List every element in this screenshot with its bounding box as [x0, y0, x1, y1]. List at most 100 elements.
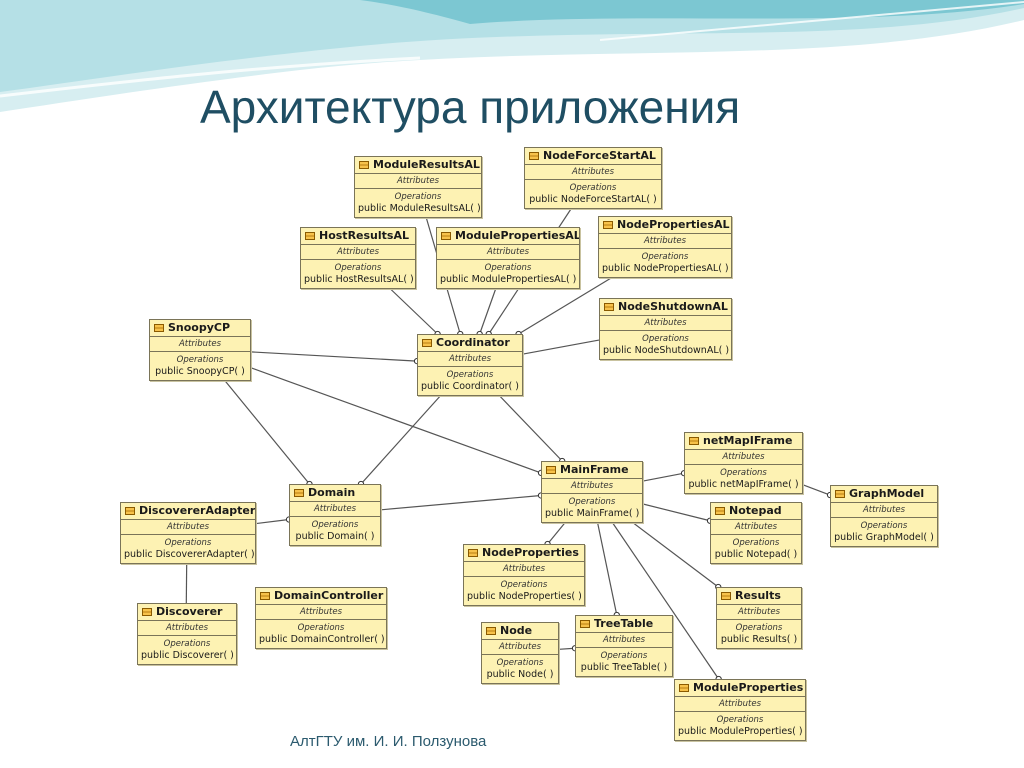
class-name: Results: [735, 589, 781, 602]
attributes-compartment: Attributes: [675, 697, 805, 712]
class-name: GraphModel: [849, 487, 925, 500]
attributes-compartment: Attributes: [138, 621, 236, 636]
association-line-domain-to-main-frame: [378, 494, 542, 511]
page-title: Архитектура приложения: [200, 81, 741, 133]
association-line-node-to-tree-table: [556, 647, 576, 651]
class-header: DiscovererAdapter: [121, 503, 255, 520]
constructor-operation: public DiscovererAdapter( ): [124, 549, 255, 560]
operations-label: Operations: [446, 370, 494, 380]
operations-label: Operations: [394, 192, 442, 202]
constructor-operation: public Node( ): [486, 669, 554, 680]
operations-label: Operations: [297, 623, 345, 633]
class-header: Results: [717, 588, 801, 605]
operations-label: Operations: [164, 538, 212, 548]
class-icon: [305, 232, 315, 240]
class-icon: [468, 549, 478, 557]
class-name: SnoopyCP: [168, 321, 231, 334]
attributes-compartment: Attributes: [301, 245, 415, 260]
class-name: NodeProperties: [482, 546, 579, 559]
attributes-compartment: Attributes: [437, 245, 579, 260]
class-icon: [142, 608, 152, 616]
class-name: NodeShutdownAL: [618, 300, 728, 313]
attributes-compartment: Attributes: [685, 450, 802, 465]
class-name: Notepad: [729, 504, 782, 517]
attributes-compartment: Attributes: [711, 520, 801, 535]
association-line-module-properties-al-to-coordinator: [479, 286, 497, 335]
class-name: MainFrame: [560, 463, 629, 476]
class-header: DomainController: [256, 588, 386, 605]
attributes-compartment: Attributes: [717, 605, 801, 620]
constructor-operation: public Results( ): [720, 634, 798, 645]
class-icon: [294, 489, 304, 497]
attributes-compartment: Attributes: [525, 165, 661, 180]
class-icon: [546, 466, 556, 474]
class-name: Discoverer: [156, 605, 223, 618]
attributes-compartment: Attributes: [150, 337, 250, 352]
class-name: ModuleResultsAL: [373, 158, 480, 171]
class-name: netMapIFrame: [703, 434, 793, 447]
class-header: SnoopyCP: [150, 320, 250, 337]
constructor-operation: public Notepad( ): [714, 549, 798, 560]
constructor-operation: public NodeProperties( ): [467, 591, 582, 602]
constructor-operation: public MainFrame( ): [545, 508, 640, 519]
class-name: TreeTable: [594, 617, 654, 630]
attributes-compartment: Attributes: [542, 479, 642, 494]
operations-label: Operations: [311, 520, 359, 530]
class-header: Domain: [290, 485, 380, 502]
class-icon: [603, 221, 613, 229]
class-name: NodePropertiesAL: [617, 218, 730, 231]
class-header: NodeShutdownAL: [600, 299, 731, 316]
association-line-discoverer-adapter-to-domain: [253, 518, 290, 525]
class-header: NodeForceStartAL: [525, 148, 661, 165]
association-line-main-frame-to-tree-table: [596, 520, 618, 616]
class-icon: [486, 627, 496, 635]
operations-label: Operations: [496, 658, 544, 668]
class-header: ModuleResultsAL: [355, 157, 481, 174]
constructor-operation: public ModuleResultsAL( ): [358, 203, 481, 214]
constructor-operation: public ModuleProperties( ): [678, 726, 803, 737]
class-header: Coordinator: [418, 335, 522, 352]
class-header: Notepad: [711, 503, 801, 520]
constructor-operation: public DomainController( ): [259, 634, 385, 645]
header-wave-decoration: [0, 0, 1024, 112]
class-name: NodeForceStartAL: [543, 149, 656, 162]
operations-label: Operations: [569, 183, 617, 193]
association-line-main-frame-to-net-map-i-frame: [640, 472, 685, 483]
operations-label: Operations: [568, 497, 616, 507]
class-header: NodeProperties: [464, 545, 584, 562]
association-line-node-shutdown-al-to-coordinator: [520, 339, 600, 356]
constructor-operation: public NodePropertiesAL( ): [602, 263, 729, 274]
constructor-operation: public Domain( ): [295, 531, 375, 542]
class-name: Node: [500, 624, 533, 637]
class-header: HostResultsAL: [301, 228, 415, 245]
attributes-compartment: Attributes: [355, 174, 481, 189]
class-name: DiscovererAdapter: [139, 504, 255, 517]
association-line-snoopy-cp-to-coordinator: [248, 351, 418, 362]
class-icon: [679, 684, 689, 692]
constructor-operation: public ModulePropertiesAL( ): [440, 274, 577, 285]
operations-label: Operations: [163, 639, 211, 649]
class-icon: [604, 303, 614, 311]
class-name: Coordinator: [436, 336, 510, 349]
